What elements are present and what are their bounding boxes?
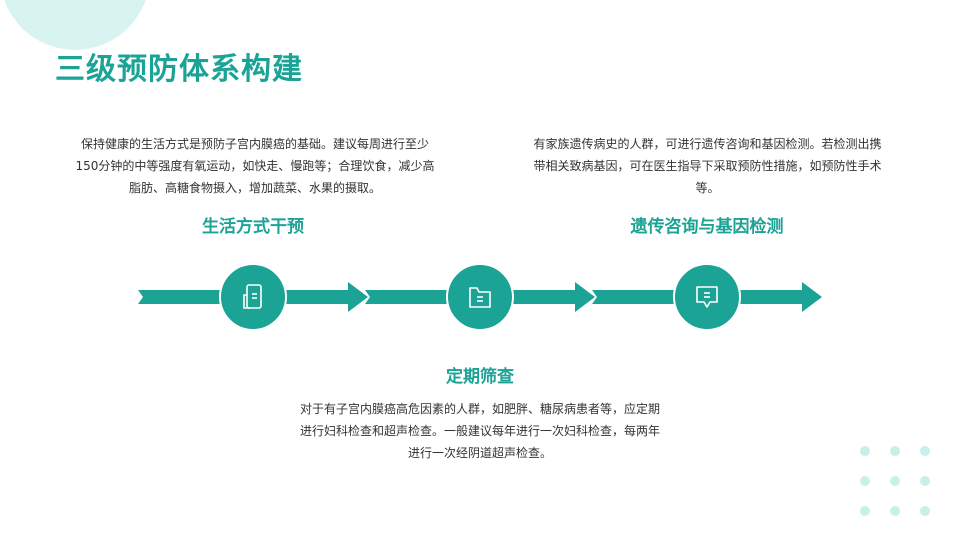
timeline-arrow-1 (138, 282, 368, 312)
timeline-arrow-2 (365, 282, 595, 312)
step-3-description: 有家族遗传病史的人群，可进行遗传咨询和基因检测。若检测出携带相关致病基因，可在医… (533, 137, 882, 195)
chat-icon (696, 286, 718, 308)
step-2-node (446, 263, 514, 331)
folder-icon (469, 287, 491, 308)
step-1-heading: 生活方式干预 (202, 217, 304, 237)
step-1-description: 保持健康的生活方式是预防子宫内膜癌的基础。建议每周进行至少150分钟的中等强度有… (75, 137, 435, 195)
document-icon (243, 284, 262, 309)
step-1-node (219, 263, 287, 331)
step-3-node (673, 263, 741, 331)
decorative-circle (0, 0, 150, 50)
step-3-heading: 遗传咨询与基因检测 (630, 217, 784, 237)
step-2-description: 对于有子宫内膜癌高危因素的人群，如肥胖、糖尿病患者等，应定期进行妇科检查和超声检… (300, 402, 661, 460)
page-title: 三级预防体系构建 (55, 52, 303, 87)
step-2-heading: 定期筛查 (446, 367, 514, 387)
timeline-arrow-3 (592, 282, 822, 312)
